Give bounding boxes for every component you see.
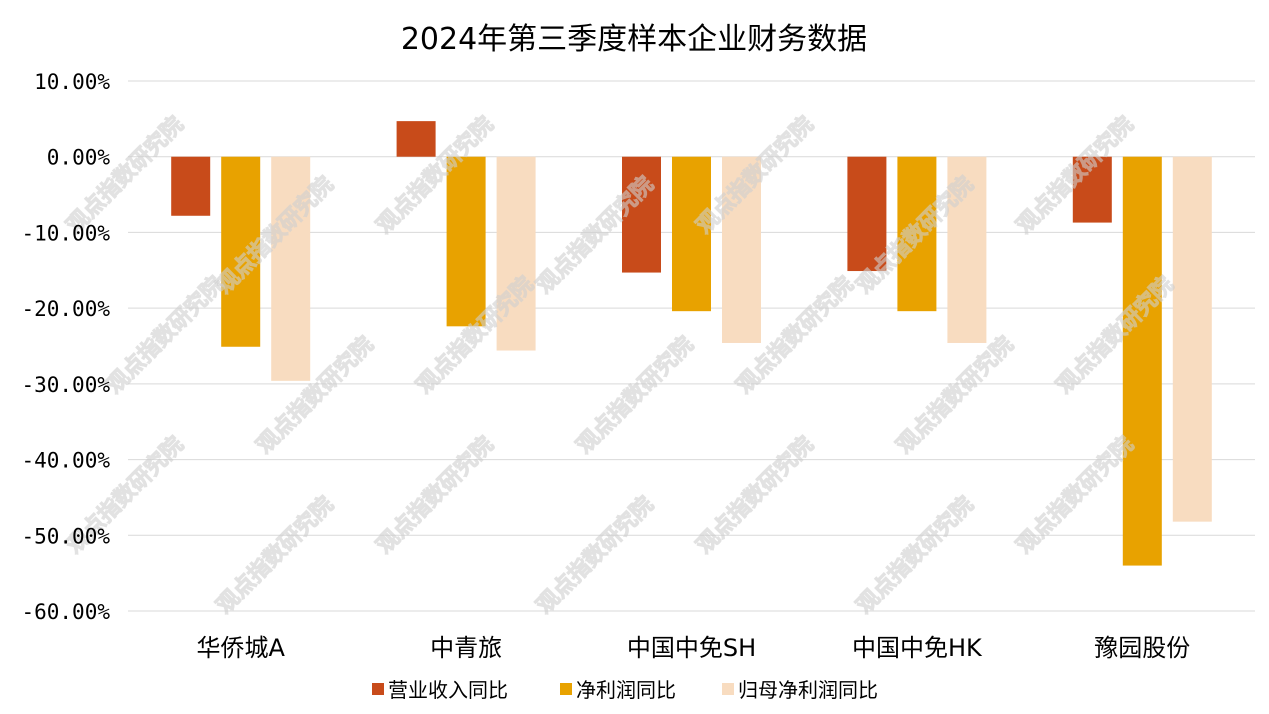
legend-label: 营业收入同比: [388, 678, 508, 702]
watermark-text: 观点指数研究院: [531, 491, 658, 618]
legend-swatch: [560, 683, 572, 695]
category-label: 中国中免SH: [627, 634, 756, 662]
bar: [446, 156, 486, 327]
category-label: 中青旅: [430, 634, 502, 662]
y-tick-label: 10.00%: [34, 70, 110, 94]
watermark-text: 观点指数研究院: [61, 111, 188, 238]
bar: [947, 156, 987, 343]
legend-label: 归母净利润同比: [738, 678, 878, 702]
bar: [622, 156, 661, 273]
legend-swatch: [722, 683, 734, 695]
watermark-text: 观点指数研究院: [251, 331, 378, 458]
category-label: 华侨城A: [196, 634, 285, 662]
category-label: 中国中免HK: [852, 634, 983, 662]
watermark-text: 观点指数研究院: [1011, 431, 1138, 558]
bar: [396, 121, 436, 157]
watermark-text: 观点指数研究院: [691, 431, 818, 558]
bar: [722, 156, 761, 343]
y-tick-label: -20.00%: [21, 297, 110, 321]
y-tick-label: -50.00%: [21, 524, 110, 548]
bar: [897, 156, 937, 312]
bars: [171, 121, 1212, 566]
category-label: 豫园股份: [1094, 634, 1190, 662]
bar: [221, 156, 261, 347]
legend: 营业收入同比 净利润同比 归母净利润同比: [372, 678, 878, 702]
y-axis: 10.00% 0.00% -10.00% -20.00% -30.00% -40.00% -…: [21, 70, 110, 624]
watermark-text: 观点指数研究院: [211, 491, 338, 618]
y-tick-label: -40.00%: [21, 449, 110, 473]
bar: [1072, 156, 1112, 223]
bar: [672, 156, 711, 312]
chart-title: 2024年第三季度样本企业财务数据: [401, 22, 867, 57]
watermark-text: 观点指数研究院: [851, 491, 978, 618]
y-tick-label: -30.00%: [21, 373, 110, 397]
y-tick-label: -10.00%: [21, 221, 110, 245]
y-tick-label: 0.00%: [47, 146, 111, 170]
watermark-text: 观点指数研究院: [371, 431, 498, 558]
bar: [496, 156, 536, 351]
legend-swatch: [372, 683, 384, 695]
watermark-text: 观点指数研究院: [891, 331, 1018, 458]
bar: [271, 156, 311, 381]
bar: [171, 156, 211, 216]
legend-label: 净利润同比: [576, 678, 676, 702]
watermark-text: 观点指数研究院: [101, 271, 228, 398]
y-tick-label: -60.00%: [21, 600, 110, 624]
x-axis: 华侨城A 中青旅 中国中免SH 中国中免HK 豫园股份: [196, 634, 1190, 662]
bar: [1122, 156, 1162, 566]
bar: [847, 156, 887, 272]
bar: [1172, 156, 1212, 522]
watermark-text: 观点指数研究院: [571, 331, 698, 458]
